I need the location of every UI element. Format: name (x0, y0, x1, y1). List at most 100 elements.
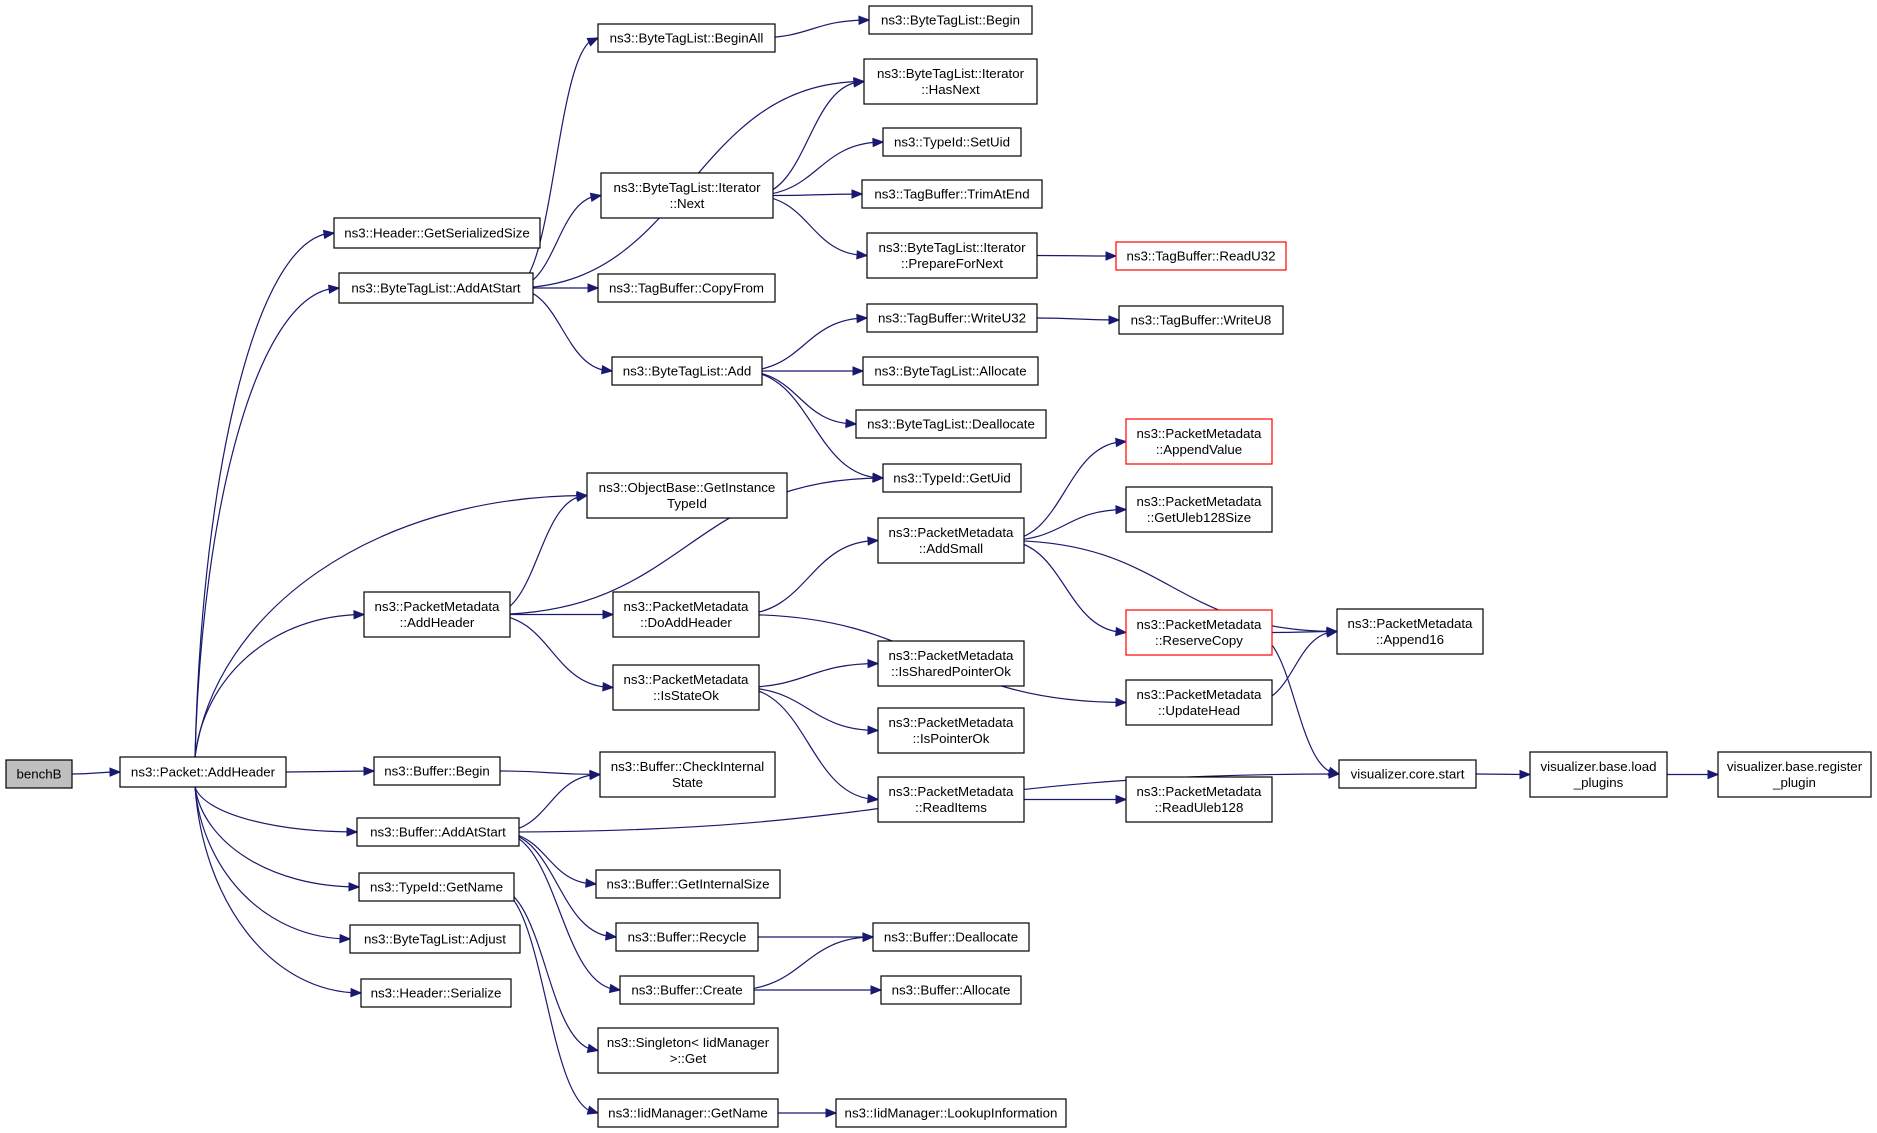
arrowhead (825, 1108, 838, 1118)
node-btl-iter-preparefornext[interactable]: ns3::ByteTagList::Iterator::PrepareForNe… (866, 232, 1038, 279)
node-label: ns3::PacketMetadata (1348, 616, 1474, 631)
node-btl-adjust[interactable]: ns3::ByteTagList::Adjust (349, 924, 521, 954)
node-pm-updatehead[interactable]: ns3::PacketMetadata::UpdateHead (1125, 679, 1273, 726)
node-pm-doaddheader[interactable]: ns3::PacketMetadata::DoAddHeader (612, 591, 760, 638)
edge-benchB-to-packet-addheader (71, 767, 122, 777)
arrowhead (1105, 251, 1118, 261)
node-viz-base-load-plugins[interactable]: visualizer.base.load_plugins (1529, 751, 1668, 798)
node-label: TypeId (667, 496, 707, 511)
edge-tagbuffer-writeu32-to-tagbuffer-writeu8 (1036, 315, 1121, 325)
node-box (1115, 241, 1287, 271)
node-label: ns3::TypeId::GetName (370, 880, 503, 895)
node-iidmanager-lookupinformation[interactable]: ns3::IidManager::LookupInformation (835, 1098, 1067, 1128)
node-pm-append16[interactable]: ns3::PacketMetadata::Append16 (1336, 608, 1484, 655)
node-pm-ispointerok[interactable]: ns3::PacketMetadata::IsPointerOk (877, 707, 1025, 754)
node-box (612, 664, 760, 711)
arrowhead (845, 418, 858, 429)
node-box (373, 756, 501, 786)
edge-buffer-recycle-to-buffer-deallocate (758, 932, 875, 942)
node-box (877, 640, 1025, 687)
node-box (595, 869, 781, 899)
node-pm-addsmall[interactable]: ns3::PacketMetadata::AddSmall (877, 517, 1025, 564)
node-box (358, 872, 515, 902)
node-label: ns3::Buffer::Begin (384, 764, 489, 779)
edge-btl-addatstart-to-btl-beginall (512, 37, 600, 289)
node-label: ::PrepareForNext (901, 256, 1003, 271)
node-packet-addheader[interactable]: ns3::Packet::AddHeader (119, 756, 287, 788)
node-pm-getuleb128size[interactable]: ns3::PacketMetadata::GetUleb128Size (1125, 486, 1273, 533)
node-typeid-getuid[interactable]: ns3::TypeId::GetUid (882, 463, 1022, 493)
arrowhead (856, 250, 869, 260)
node-btl-deallocate[interactable]: ns3::ByteTagList::Deallocate (855, 409, 1047, 439)
node-tagbuffer-copyfrom[interactable]: ns3::TagBuffer::CopyFrom (597, 273, 776, 303)
node-label: ns3::PacketMetadata (624, 599, 750, 614)
node-label: ns3::ByteTagList::BeginAll (610, 31, 764, 46)
node-pm-isstateok[interactable]: ns3::PacketMetadata::IsStateOk (612, 664, 760, 711)
node-buffer-allocate[interactable]: ns3::Buffer::Allocate (880, 975, 1022, 1005)
node-tagbuffer-trimatend[interactable]: ns3::TagBuffer::TrimAtEnd (861, 179, 1043, 209)
node-pm-reservecopy[interactable]: ns3::PacketMetadata::ReserveCopy (1125, 609, 1273, 656)
edge-btl-iter-next-to-tagbuffer-trimatend (772, 189, 864, 199)
node-pm-appendvalue[interactable]: ns3::PacketMetadata::AppendValue (1125, 418, 1273, 465)
arrowhead (109, 767, 122, 777)
node-box (333, 217, 541, 249)
node-iidmanager-getname[interactable]: ns3::IidManager::GetName (597, 1098, 779, 1128)
node-box (1125, 418, 1273, 465)
node-viz-base-register-plugin[interactable]: visualizer.base.register_plugin (1717, 751, 1872, 798)
node-box (615, 922, 759, 952)
node-label: ns3::PacketMetadata (375, 599, 501, 614)
node-typeid-setuid[interactable]: ns3::TypeId::SetUid (882, 127, 1022, 157)
node-label: benchB (16, 767, 61, 782)
node-btl-beginall[interactable]: ns3::ByteTagList::BeginAll (597, 23, 776, 53)
node-buffer-deallocate[interactable]: ns3::Buffer::Deallocate (872, 922, 1030, 952)
node-buffer-begin[interactable]: ns3::Buffer::Begin (373, 756, 501, 786)
node-label: ::Append16 (1376, 632, 1444, 647)
node-btl-add[interactable]: ns3::ByteTagList::Add (611, 356, 763, 386)
node-tagbuffer-writeu8[interactable]: ns3::TagBuffer::WriteU8 (1118, 305, 1284, 335)
node-box (597, 23, 776, 53)
edge-iidmanager-getname-to-iidmanager-lookupinformation (778, 1108, 838, 1118)
node-header-getserializedsize[interactable]: ns3::Header::GetSerializedSize (333, 217, 541, 249)
node-label: ns3::TypeId::GetUid (893, 471, 1011, 486)
node-box (611, 356, 763, 386)
node-buffer-create[interactable]: ns3::Buffer::Create (619, 975, 755, 1005)
node-box (1336, 608, 1484, 655)
node-box (863, 58, 1038, 105)
node-box (349, 924, 521, 954)
node-btl-allocate[interactable]: ns3::ByteTagList::Allocate (862, 356, 1039, 386)
node-typeid-getname[interactable]: ns3::TypeId::GetName (358, 872, 515, 902)
node-box (880, 975, 1022, 1005)
node-box (877, 707, 1025, 754)
node-label: ns3::TagBuffer::WriteU32 (878, 311, 1026, 326)
node-box (597, 273, 776, 303)
node-pm-addheader[interactable]: ns3::PacketMetadata::AddHeader (363, 591, 511, 638)
node-label: ns3::PacketMetadata (1137, 687, 1263, 702)
arrowhead (1115, 437, 1128, 448)
node-header-serialize[interactable]: ns3::Header::Serialize (360, 978, 512, 1008)
node-buffer-getinternalsize[interactable]: ns3::Buffer::GetInternalSize (595, 869, 781, 899)
arrowhead (867, 658, 880, 669)
node-pm-readuleb128[interactable]: ns3::PacketMetadata::ReadUleb128 (1125, 776, 1273, 823)
node-buffer-recycle[interactable]: ns3::Buffer::Recycle (615, 922, 759, 952)
arrowhead (852, 366, 865, 376)
node-pm-readitems[interactable]: ns3::PacketMetadata::ReadItems (877, 776, 1025, 823)
node-buffer-addatstart[interactable]: ns3::Buffer::AddAtStart (356, 817, 520, 847)
node-btl-iter-next[interactable]: ns3::ByteTagList::Iterator::Next (600, 172, 774, 219)
arrowhead (339, 933, 352, 944)
node-btl-addatstart[interactable]: ns3::ByteTagList::AddAtStart (338, 272, 534, 304)
node-box (5, 759, 73, 789)
edge-btl-iter-preparefornext-to-tagbuffer-readu32 (1036, 251, 1118, 261)
node-pm-issharedpointerok[interactable]: ns3::PacketMetadata::IsSharedPointerOk (877, 640, 1025, 687)
node-benchB[interactable]: benchB (5, 759, 73, 789)
node-btl-iter-hasnext[interactable]: ns3::ByteTagList::Iterator::HasNext (863, 58, 1038, 105)
node-label: ::IsPointerOk (913, 731, 990, 746)
node-box (882, 463, 1022, 493)
node-singleton-iidmanager-get[interactable]: ns3::Singleton< IidManager>::Get (597, 1027, 779, 1074)
node-tagbuffer-writeu32[interactable]: ns3::TagBuffer::WriteU32 (866, 303, 1038, 333)
node-tagbuffer-readu32[interactable]: ns3::TagBuffer::ReadU32 (1115, 241, 1287, 271)
node-viz-core-start[interactable]: visualizer.core.start (1338, 759, 1477, 789)
node-btl-begin[interactable]: ns3::ByteTagList::Begin (868, 5, 1033, 35)
